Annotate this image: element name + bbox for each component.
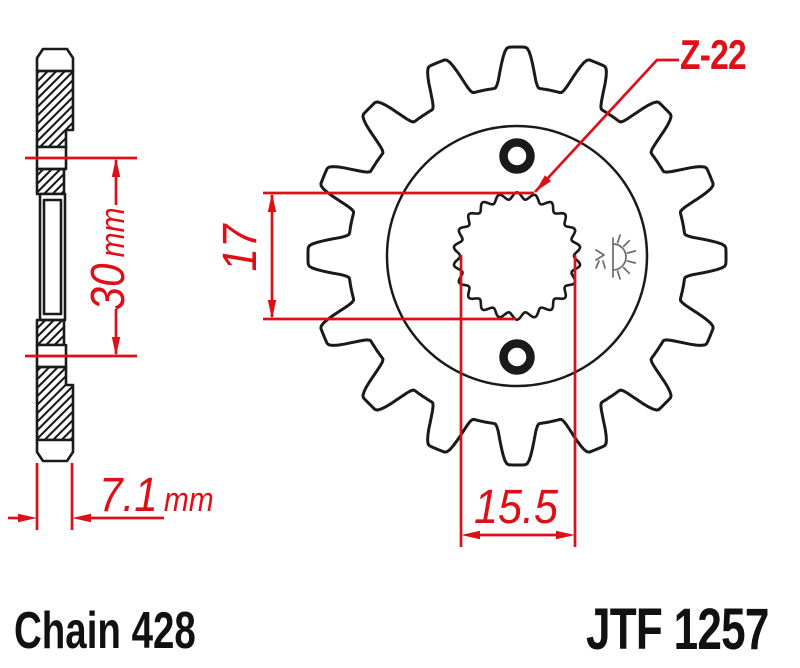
side-tooth-top: [35, 47, 75, 73]
dimension-arrowhead: [535, 175, 552, 192]
side-tooth-bottom: [35, 438, 75, 463]
teeth-count-label: Z-22: [680, 31, 747, 78]
dimension-arrowhead: [267, 300, 277, 319]
side-view-section: [35, 47, 75, 463]
dimension-arrowhead: [267, 193, 277, 212]
dimension-lines: [8, 58, 679, 547]
dimension-arrowhead: [461, 530, 480, 540]
chain-size-label: Chain 428: [14, 602, 196, 660]
side-hub-upper-hatched: [35, 167, 66, 196]
side-body-lower-hatched: [35, 365, 75, 442]
dimension-arrowhead: [111, 158, 121, 177]
dim-hub-width-value: 30: [82, 263, 135, 311]
front-view: [306, 45, 728, 467]
dimension-arrowhead: [18, 513, 37, 523]
dim-overall-width-unit: mm: [163, 481, 214, 519]
dimension-arrowhead: [111, 337, 121, 356]
dim-spline-minor-label: 15.5: [474, 484, 558, 532]
side-hub-lower-hatched: [35, 318, 66, 347]
dimension-arrowhead: [72, 513, 91, 523]
side-bore-inner: [42, 198, 63, 316]
dim-spline-major-label: 17: [214, 224, 267, 272]
dim-spline-major-value: 17: [214, 224, 267, 272]
sprocket-plate-circle: [385, 124, 649, 388]
dim-spline-minor-value: 15.5: [473, 481, 559, 534]
bolt-hole-top: [499, 138, 535, 174]
z22-leader-line: [534, 58, 679, 193]
dimension-arrowhead: [556, 530, 575, 540]
dim-overall-width-value: 7.1: [99, 469, 158, 522]
bolt-hole-bottom: [499, 339, 535, 375]
dim-hub-width-label: 30 mm: [82, 207, 135, 311]
dim-hub-width-unit: mm: [94, 207, 132, 258]
logo-bird-mark: [595, 249, 606, 269]
part-number-label: JTF 1257: [586, 597, 769, 662]
jt-sun-logo: [595, 234, 637, 280]
side-body-upper-hatched: [35, 69, 75, 149]
